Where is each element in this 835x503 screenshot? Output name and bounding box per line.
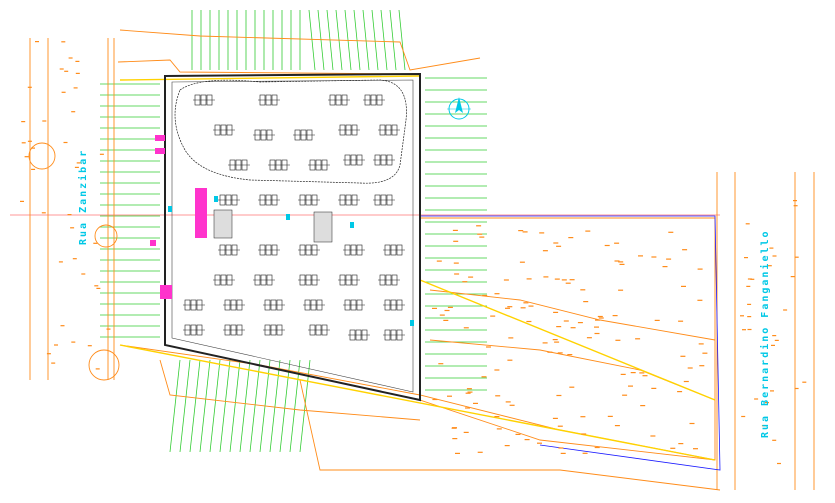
- parking-stalls: [183, 94, 405, 341]
- building-outline: [164, 72, 421, 402]
- street-label-right: Rua Bernardino Fanganiello: [760, 229, 771, 438]
- garden-outline: [174, 79, 407, 184]
- yellow-accents: [119, 75, 716, 461]
- dimension-ticks: [20, 41, 807, 465]
- building-inner-outline: [171, 79, 414, 393]
- landscape-lines: [100, 9, 487, 453]
- street-label-left: Rua Zanzibar: [78, 148, 89, 245]
- cyan-details: [168, 196, 414, 326]
- ramps: [213, 209, 333, 243]
- blue-boundary: [420, 215, 721, 471]
- magenta-details: [150, 135, 207, 299]
- north-arrow-icon: [447, 97, 471, 120]
